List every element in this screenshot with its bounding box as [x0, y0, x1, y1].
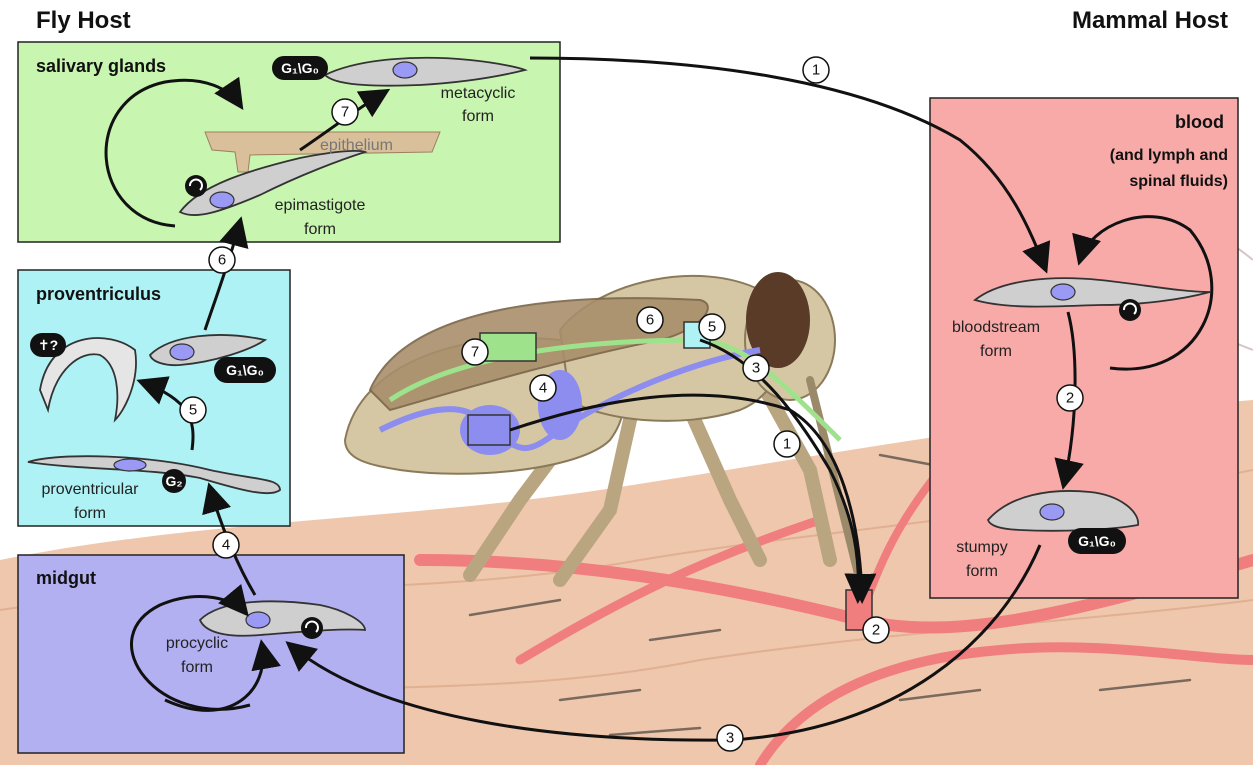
epithelium-label: epithelium	[320, 137, 393, 154]
step-2-bite: 2	[863, 617, 889, 643]
metacyclic-label-line-1: metacyclic	[441, 85, 516, 102]
procyclic-label-line-1: procyclic	[166, 635, 228, 652]
epimastigote-label-line-2: form	[304, 221, 336, 238]
svg-text:3: 3	[752, 360, 760, 377]
svg-text:✝?: ✝?	[38, 337, 58, 353]
proventricular-label-line-2: form	[74, 505, 106, 522]
step-4-left: 4	[213, 532, 239, 558]
svg-text:7: 7	[341, 104, 349, 121]
step-5-fly: 5	[699, 314, 725, 340]
step-3-fly: 3	[743, 355, 769, 381]
proliferation-icon-midgut	[301, 617, 323, 639]
svg-text:6: 6	[646, 312, 654, 329]
blood-title: blood	[1175, 112, 1224, 132]
svg-text:G₁\G₀: G₁\G₀	[1078, 533, 1116, 549]
proliferation-icon-salivary	[185, 175, 207, 197]
g1g0-badge-proventriculus: G₁\G₀	[214, 357, 276, 383]
step-3-bottom: 3	[717, 725, 743, 751]
svg-text:5: 5	[189, 402, 197, 419]
svg-text:4: 4	[539, 380, 547, 397]
step-1-fly: 1	[774, 431, 800, 457]
proventricular-label-line-1: proventricular	[42, 481, 140, 498]
step-1-top: 1	[803, 57, 829, 83]
epimastigote-label-line-1: epimastigote	[275, 197, 366, 214]
svg-text:6: 6	[218, 252, 226, 269]
svg-text:7: 7	[471, 344, 479, 361]
svg-text:5: 5	[708, 319, 716, 336]
svg-text:1: 1	[783, 436, 791, 453]
bloodstream-label-line-2: form	[980, 343, 1012, 360]
step-6-fly: 6	[637, 307, 663, 333]
svg-text:G₁\G₀: G₁\G₀	[281, 60, 319, 76]
death-badge: ✝?	[30, 333, 66, 357]
step-2-blood: 2	[1057, 385, 1083, 411]
fly-salivary-marker	[480, 333, 536, 361]
svg-text:1: 1	[812, 62, 820, 79]
proliferation-icon-blood	[1119, 299, 1141, 321]
step-4-fly: 4	[530, 375, 556, 401]
bloodstream-label-line-1: bloodstream	[952, 319, 1040, 336]
metacyclic-label-line-2: form	[462, 108, 494, 125]
svg-text:2: 2	[1066, 390, 1074, 407]
fly-host-title: Fly Host	[36, 7, 131, 34]
step-7-salivary: 7	[332, 99, 358, 125]
stumpy-label-line-2: form	[966, 563, 998, 580]
proventriculus-title: proventriculus	[36, 284, 161, 304]
blood-subtitle-line-2: spinal fluids)	[1129, 173, 1228, 190]
step-6-left: 6	[209, 247, 235, 273]
svg-text:4: 4	[222, 537, 230, 554]
g1g0-badge-stumpy: G₁\G₀	[1068, 528, 1126, 554]
procyclic-label-line-2: form	[181, 659, 213, 676]
svg-text:G₁\G₀: G₁\G₀	[226, 362, 264, 378]
svg-text:2: 2	[872, 622, 880, 639]
midgut-title: midgut	[36, 568, 96, 588]
step-5-left: 5	[180, 397, 206, 423]
mammal-host-title: Mammal Host	[1072, 7, 1228, 34]
stumpy-label-line-1: stumpy	[956, 539, 1008, 556]
salivary-glands-title: salivary glands	[36, 56, 166, 76]
svg-text:3: 3	[726, 730, 734, 747]
fly-midgut-marker	[468, 415, 510, 445]
blood-subtitle-line-1: (and lymph and	[1110, 147, 1228, 164]
step-7-fly: 7	[462, 339, 488, 365]
g2-badge: G₂	[162, 469, 186, 493]
g1g0-badge-metacyclic: G₁\G₀	[272, 56, 328, 80]
svg-text:G₂: G₂	[165, 473, 182, 489]
